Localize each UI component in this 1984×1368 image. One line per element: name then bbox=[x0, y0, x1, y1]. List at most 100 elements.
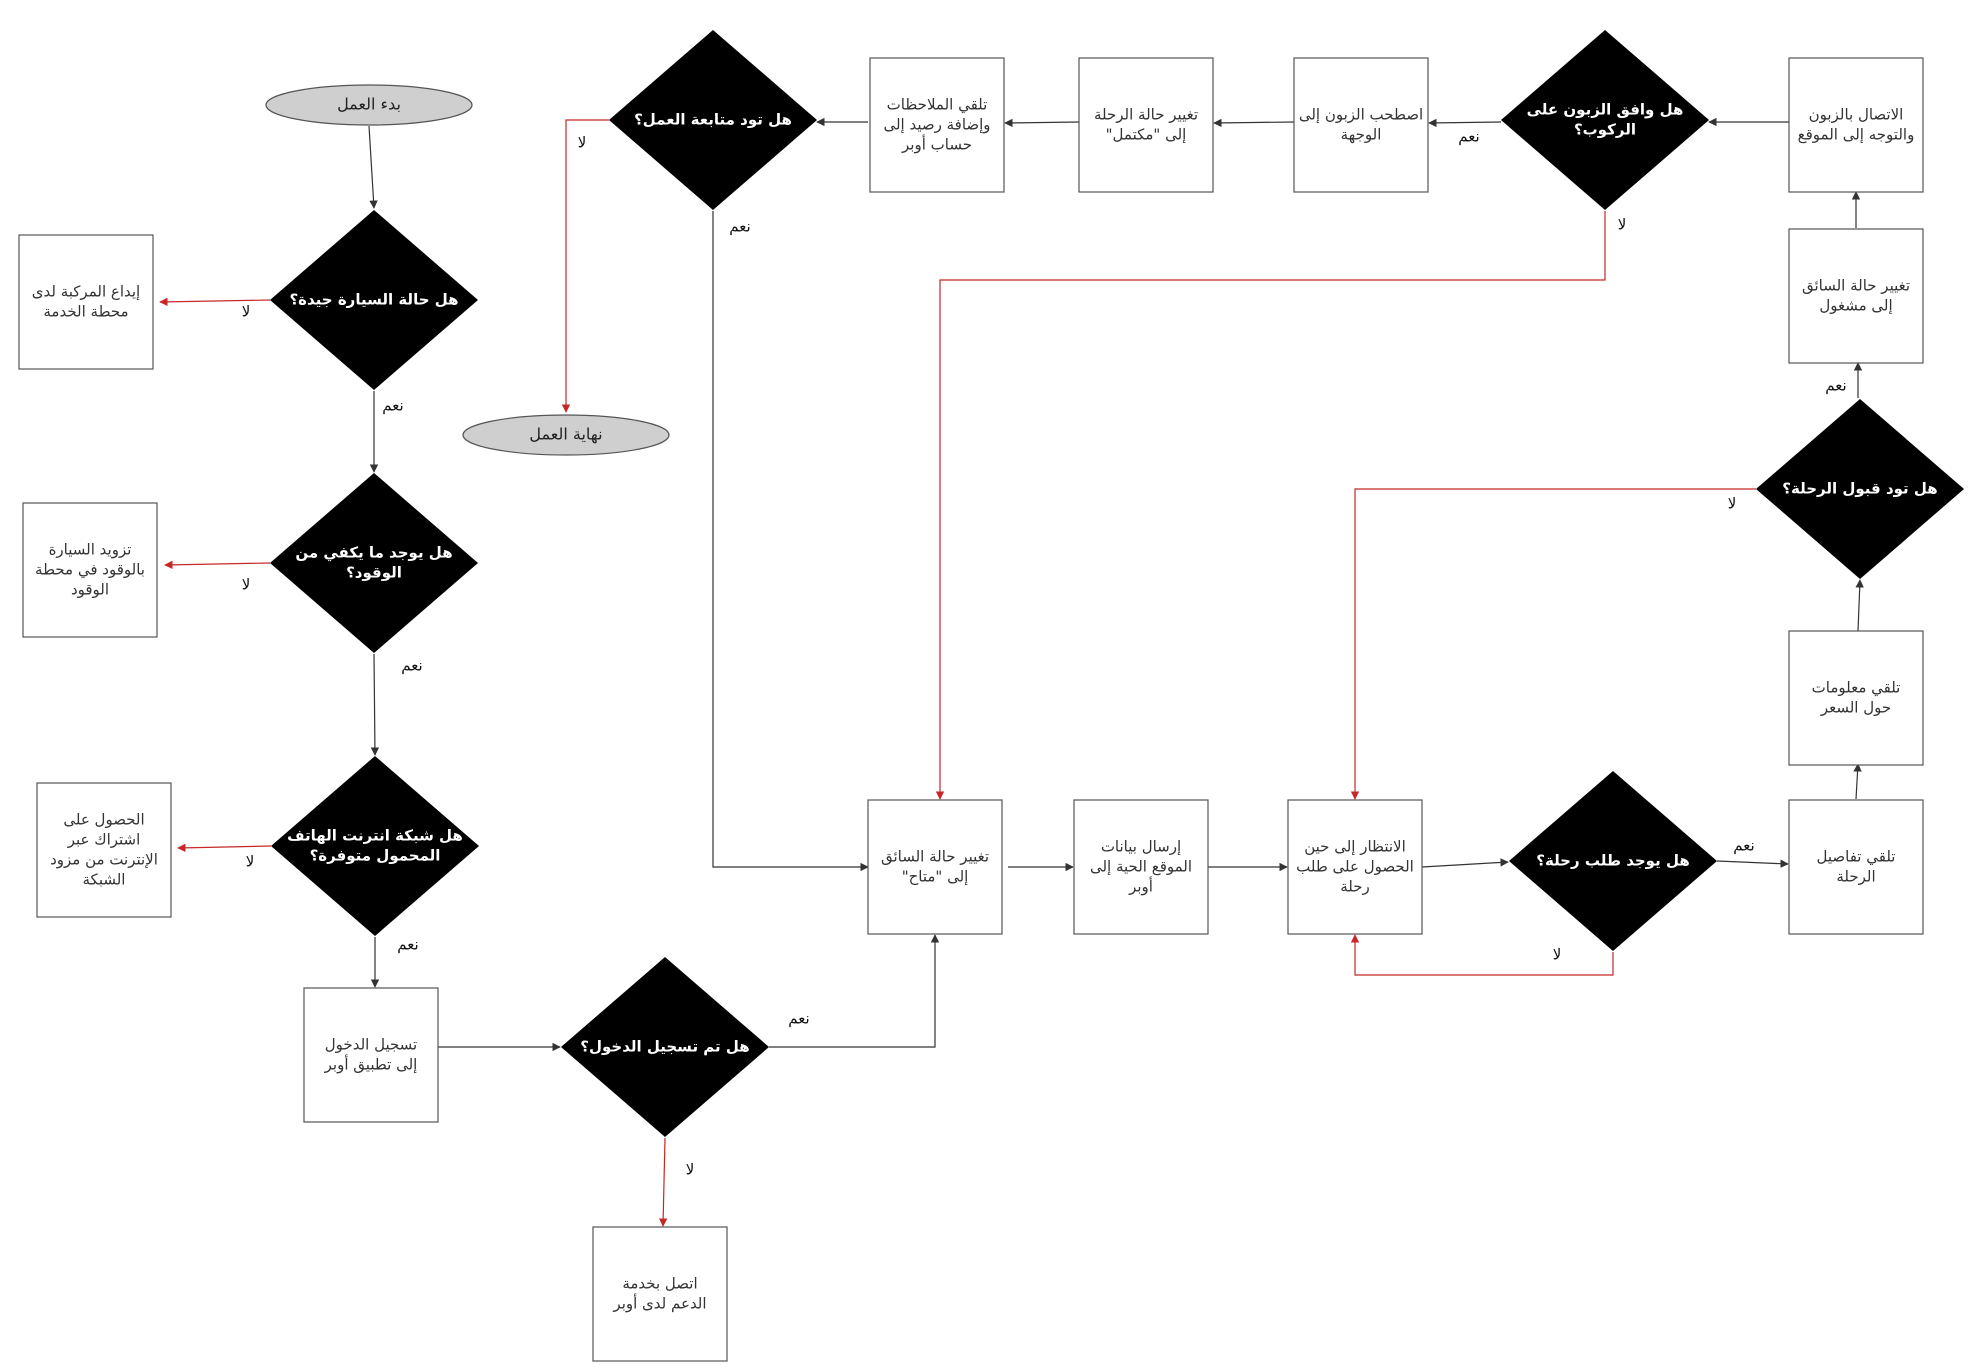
edge-label-yes: نعم bbox=[1825, 377, 1846, 395]
connector-no bbox=[177, 843, 272, 853]
node-text-line: حساب أوبر bbox=[901, 135, 972, 154]
edge-label-yes: نعم bbox=[729, 218, 750, 236]
node-text-line: الحصول على طلب bbox=[1296, 858, 1414, 876]
process-box bbox=[1788, 57, 1924, 193]
decision-q-continue: هل تود متابعة العمل؟ bbox=[609, 30, 817, 210]
node-text-line: إيداع المركبة لدى bbox=[32, 283, 140, 301]
node-text-line: الوجهة bbox=[1341, 126, 1382, 144]
decision-q-login: هل تم تسجيل الدخول؟ bbox=[561, 957, 769, 1137]
connector bbox=[1855, 579, 1864, 632]
terminal-ellipse bbox=[462, 414, 670, 456]
node-text-line: الرحلة bbox=[1836, 868, 1875, 886]
connector-no bbox=[1350, 488, 1756, 800]
process-box bbox=[592, 1226, 728, 1362]
connector-no bbox=[1350, 934, 1614, 976]
node-text-line: هل يوجد طلب رحلة؟ bbox=[1536, 852, 1689, 870]
edge-label-yes: نعم bbox=[401, 657, 422, 675]
process-box bbox=[1293, 57, 1429, 193]
node-text-line: الركوب؟ bbox=[1574, 121, 1636, 139]
decision-q-board: هل وافق الزبون على الركوب؟ bbox=[1501, 30, 1709, 210]
node-text-line: الوقود؟ bbox=[346, 564, 402, 582]
connector-no bbox=[164, 560, 271, 570]
node-text-line: الإنترنت من مزود bbox=[50, 851, 158, 869]
decision-diamond bbox=[561, 957, 769, 1137]
node-text-line: محطة الخدمة bbox=[43, 303, 128, 321]
node-text-line: هل حالة السيارة جيدة؟ bbox=[289, 291, 458, 309]
edge-label-no: لا bbox=[1618, 216, 1627, 234]
node-text-line: اتصل بخدمة bbox=[622, 1275, 697, 1293]
connector bbox=[368, 125, 378, 209]
node-text-line: تغيير حالة الرحلة bbox=[1094, 106, 1198, 124]
process-box bbox=[1788, 228, 1924, 364]
edge-label-no: لا bbox=[578, 134, 587, 152]
process-box bbox=[22, 502, 158, 638]
connector bbox=[370, 653, 380, 756]
connector bbox=[1213, 118, 1295, 128]
decision-q-request: هل يوجد طلب رحلة؟ bbox=[1509, 771, 1717, 951]
node-text-line: إرسال بيانات bbox=[1101, 838, 1181, 856]
connector-no bbox=[159, 297, 271, 307]
process-box bbox=[36, 782, 172, 918]
node-text-line: نهاية العمل bbox=[529, 425, 602, 445]
process-available: تغيير حالة السائق إلى "متاح" bbox=[867, 799, 1003, 935]
edge-label-yes: نعم bbox=[382, 397, 403, 415]
node-text-line: إلى "مكتمل" bbox=[1106, 126, 1187, 144]
decision-diamond bbox=[270, 473, 478, 653]
process-complete: تغيير حالة الرحلة إلى "مكتمل" bbox=[1078, 57, 1214, 193]
edge-label-no: لا bbox=[242, 303, 251, 321]
node-text-line: حول السعر bbox=[1820, 699, 1891, 717]
node-text-line: إلى تطبيق أوبر bbox=[324, 1055, 418, 1074]
connector bbox=[1428, 118, 1502, 128]
process-box bbox=[1287, 799, 1423, 935]
node-text-line: هل يوجد ما يكفي من bbox=[295, 544, 452, 562]
node-text-line: المحمول متوفرة؟ bbox=[310, 847, 441, 865]
edge-label-yes: نعم bbox=[788, 1010, 809, 1028]
connector bbox=[1716, 859, 1789, 868]
node-text-line: أوبر bbox=[1128, 877, 1153, 896]
connector bbox=[769, 934, 940, 1048]
node-text-line: هل وافق الزبون على bbox=[1527, 101, 1684, 119]
process-contact: الاتصال بالزبون والتوجه إلى الموقع bbox=[1788, 57, 1924, 193]
edge-label-no: لا bbox=[242, 576, 251, 594]
node-text-line: هل تود متابعة العمل؟ bbox=[634, 111, 792, 129]
decision-diamond bbox=[1501, 30, 1709, 210]
node-text-line: تلقي تفاصيل bbox=[1817, 848, 1896, 867]
decision-q-accept: هل تود قبول الرحلة؟ bbox=[1756, 399, 1964, 579]
node-text-line: اشتراك عبر bbox=[67, 831, 141, 849]
node-text-line: هل تم تسجيل الدخول؟ bbox=[580, 1038, 749, 1056]
terminal-ellipse bbox=[265, 84, 473, 126]
node-text-line: وإضافة رصيد إلى bbox=[883, 116, 990, 134]
node-text-line: هل شبكة انترنت الهاتف bbox=[287, 827, 463, 845]
node-text-line: بالوقود في محطة bbox=[35, 561, 145, 580]
terminal-end: نهاية العمل bbox=[462, 414, 670, 456]
connector bbox=[712, 211, 869, 872]
node-text-line: الاتصال بالزبون bbox=[1809, 106, 1904, 124]
connector bbox=[1421, 858, 1509, 868]
node-text-line: والتوجه إلى الموقع bbox=[1798, 126, 1915, 144]
edge-label-no: لا bbox=[1553, 946, 1562, 964]
edge-label-yes: نعم bbox=[1733, 837, 1754, 855]
node-text-line: إلى "متاح" bbox=[902, 868, 969, 886]
process-box bbox=[867, 799, 1003, 935]
process-box bbox=[18, 234, 154, 370]
flow-nodes: بدء العمل هل حالة السيارة جيدة؟ إيداع المر… bbox=[18, 30, 1964, 1362]
terminal-start: بدء العمل bbox=[265, 84, 473, 126]
node-text-line: اصطحب الزبون إلى bbox=[1299, 106, 1423, 124]
node-text-line: تلقي معلومات bbox=[1812, 679, 1901, 698]
node-text-line: الوقود bbox=[71, 581, 109, 599]
node-text-line: رحلة bbox=[1340, 878, 1370, 896]
decision-diamond bbox=[1756, 399, 1964, 579]
node-text-line: تغيير حالة السائق bbox=[881, 848, 989, 866]
node-text-line: الانتظار إلى حين bbox=[1304, 838, 1406, 856]
node-text-line: تلقي الملاحظات bbox=[887, 96, 988, 115]
decision-q-fuel: هل يوجد ما يكفي من الوقود؟ bbox=[270, 473, 478, 653]
edge-label-no: لا bbox=[246, 853, 255, 871]
